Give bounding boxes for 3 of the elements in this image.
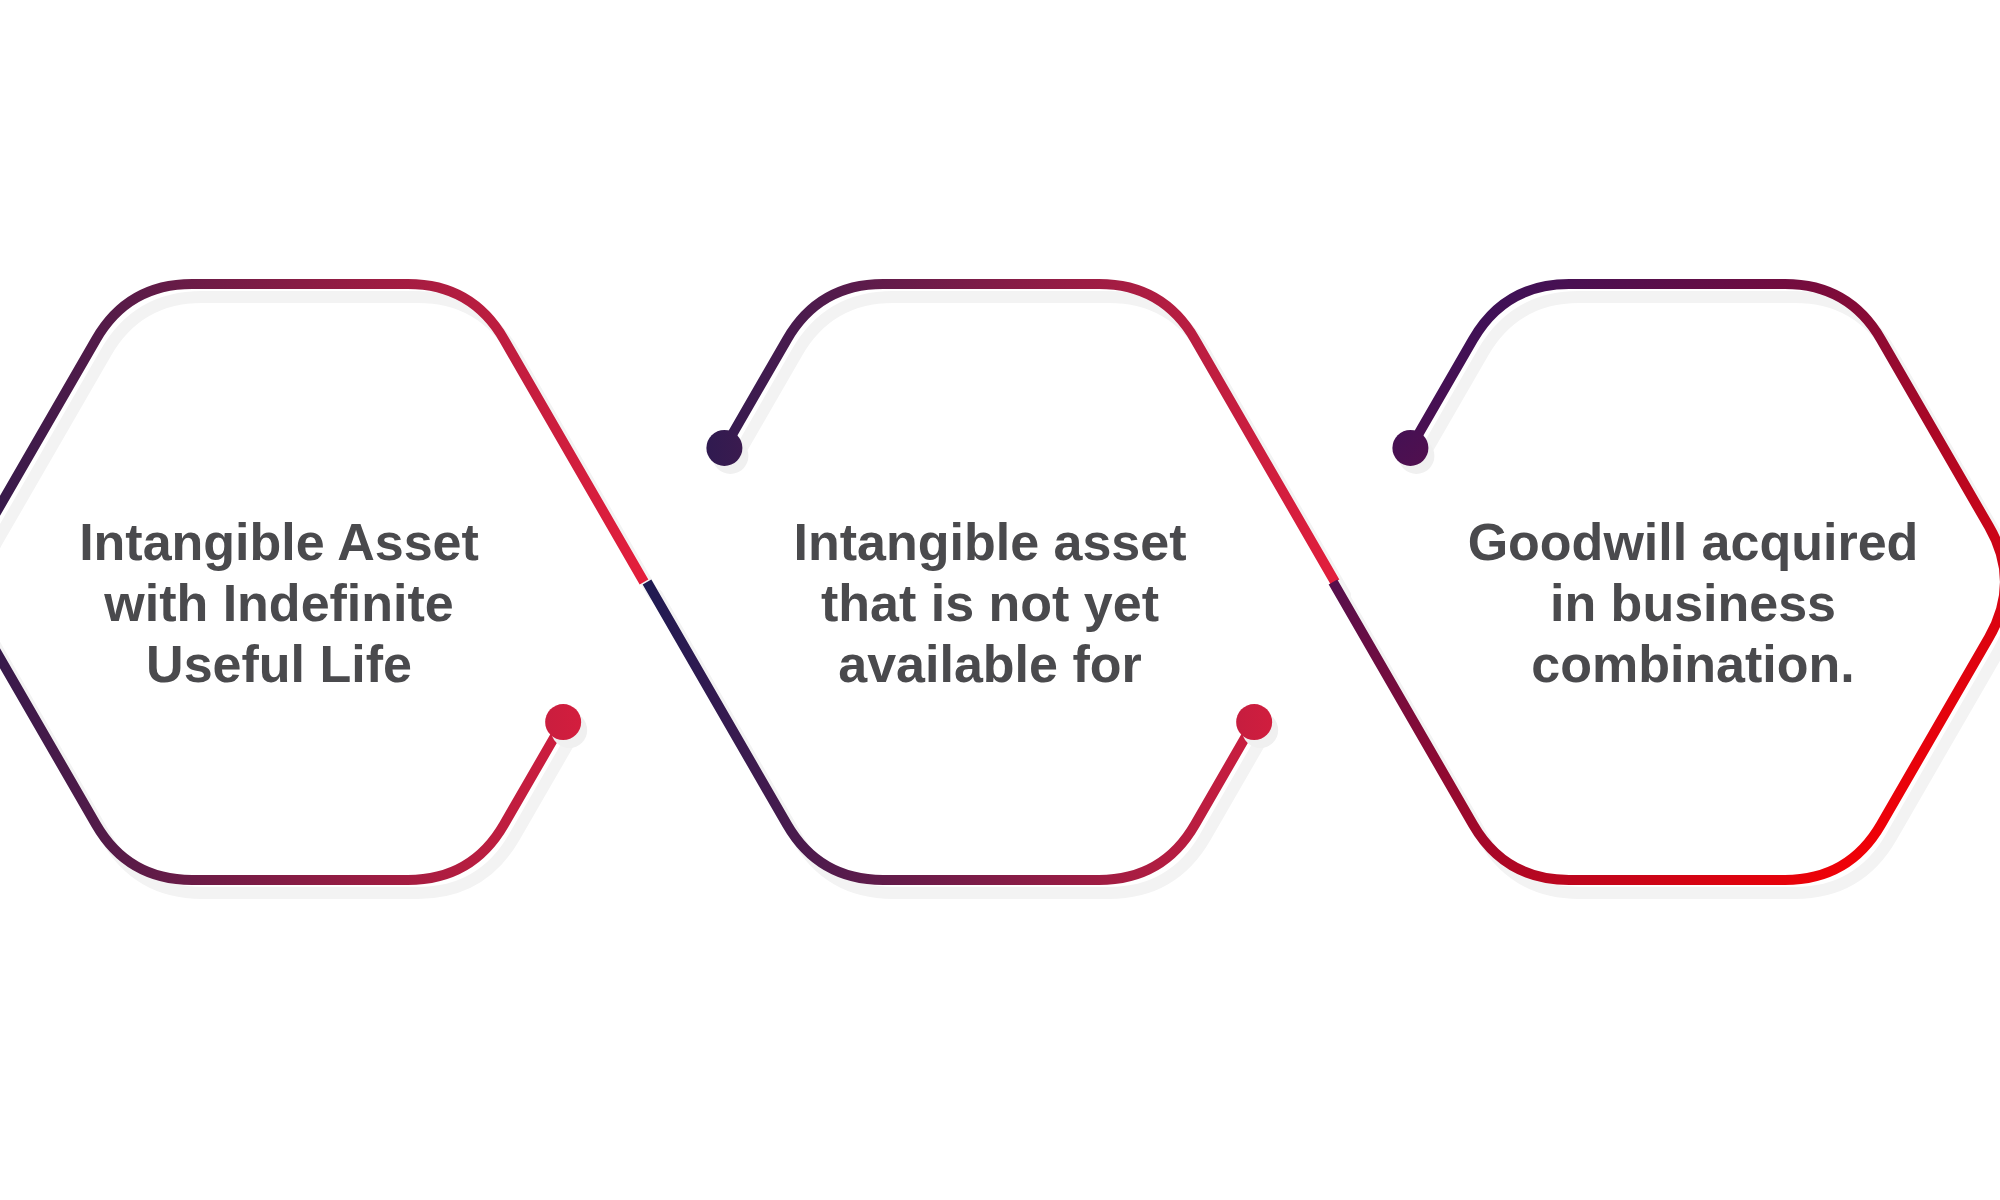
hexagon-text: Intangible asset that is not yet available for: [792, 512, 1188, 695]
hexagon-text: Goodwill acquired in business combination.: [1466, 512, 1920, 695]
hexagon-text: Intangible Asset with Indefinite Useful Life: [78, 512, 480, 695]
